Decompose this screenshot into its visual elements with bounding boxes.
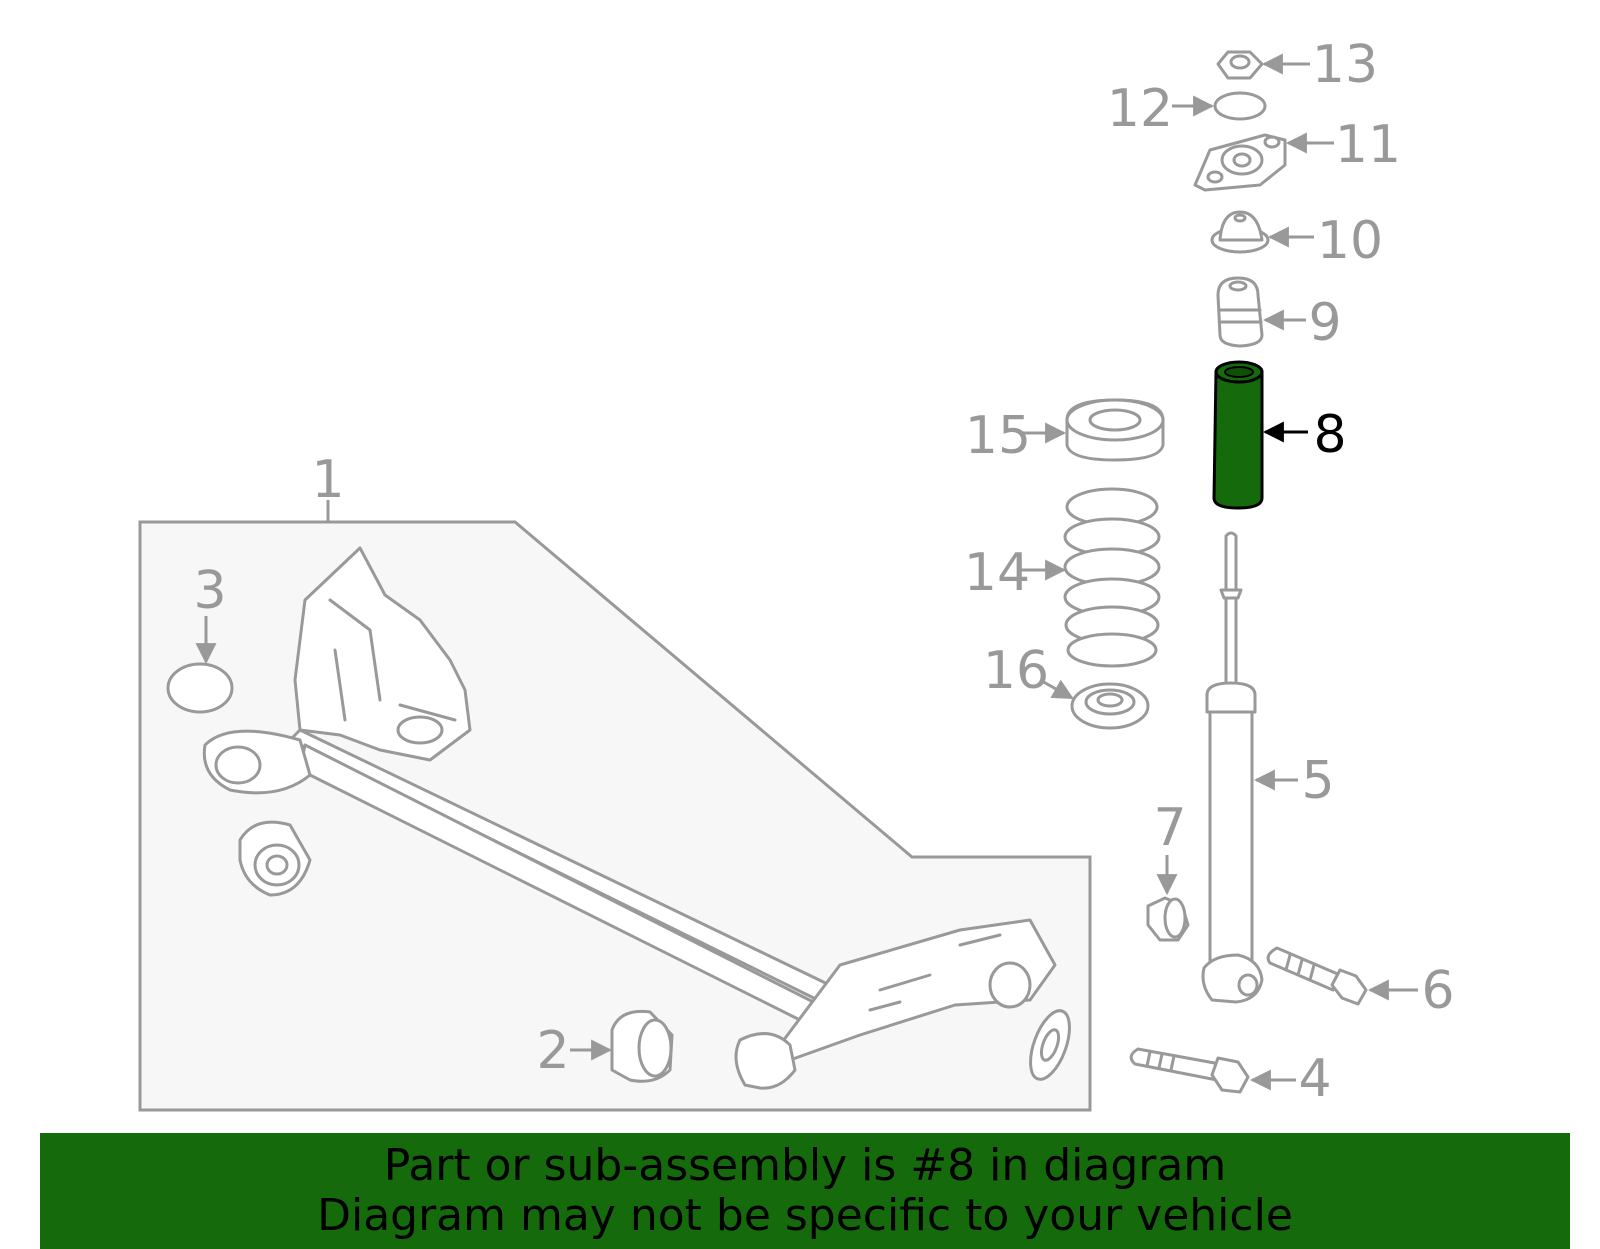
- part-7-nut: [1146, 896, 1190, 942]
- banner-line-2: Diagram may not be specific to your vehi…: [317, 1190, 1293, 1241]
- callout-11: 11: [1335, 115, 1401, 175]
- axle-bushing-left: [238, 820, 312, 897]
- part-9-bump-stop: [1216, 276, 1264, 348]
- callout-2: 2: [536, 1021, 569, 1081]
- part-5-shock-absorber: [1201, 531, 1264, 1004]
- callout-10: 10: [1317, 211, 1383, 271]
- rear-axle-beam: [202, 546, 1057, 1090]
- callout-5: 5: [1301, 751, 1334, 811]
- callout-3: 3: [193, 561, 226, 621]
- part-12-washer: [1213, 91, 1267, 121]
- callout-7: 7: [1153, 798, 1186, 858]
- callout-14: 14: [964, 543, 1030, 603]
- part-3-ring: [166, 662, 234, 714]
- part-16-lower-spring-seat: [1070, 682, 1150, 730]
- part-10-bump-stop-cup: [1210, 210, 1270, 254]
- callout-13: 13: [1312, 35, 1378, 95]
- callout-4: 4: [1298, 1049, 1331, 1109]
- part-6-bolt: [1266, 946, 1368, 1006]
- callout-1: 1: [311, 450, 344, 510]
- callout-16: 16: [983, 641, 1049, 701]
- part-13-nut-hole: [1229, 54, 1251, 70]
- callout-16-arrow: [1039, 678, 1074, 700]
- part-14-coil-spring: [1063, 487, 1161, 668]
- callout-6: 6: [1421, 961, 1454, 1021]
- callout-15: 15: [965, 406, 1031, 466]
- part-11-strut-mount: [1193, 133, 1287, 192]
- info-banner: Part or sub-assembly is #8 in diagram Di…: [40, 1133, 1570, 1249]
- callout-12: 12: [1107, 79, 1173, 139]
- callout-9: 9: [1308, 293, 1341, 353]
- part-8-dust-boot: [1212, 360, 1264, 510]
- hub-dust-shield: [1029, 1009, 1071, 1081]
- part-4-bolt: [1129, 1047, 1250, 1094]
- banner-line-1: Part or sub-assembly is #8 in diagram: [383, 1140, 1227, 1191]
- callout-8: 8: [1313, 405, 1346, 465]
- part-2-bushing: [610, 1009, 674, 1083]
- part-15-upper-spring-seat: [1065, 398, 1165, 462]
